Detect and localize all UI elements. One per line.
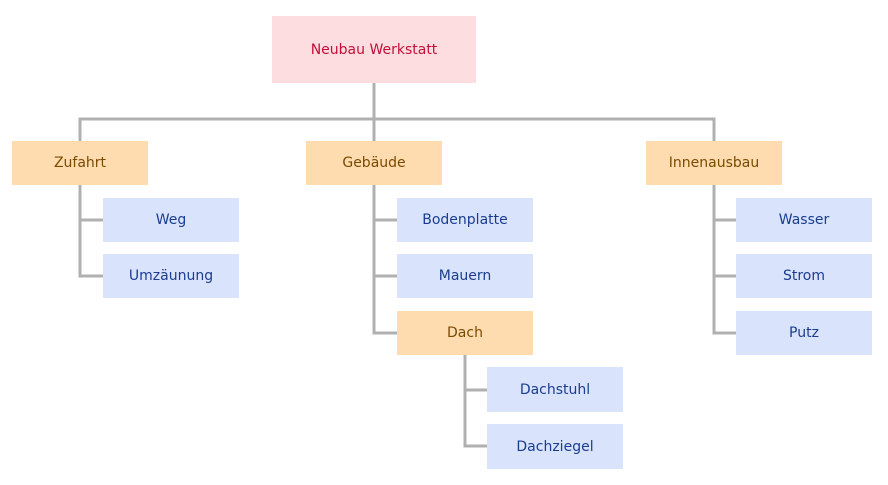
node-putz: Putz (736, 311, 872, 355)
node-innenausbau: Innenausbau (646, 141, 782, 185)
node-mauern: Mauern (397, 254, 533, 298)
node-dach: Dach (397, 311, 533, 355)
node-umzaeunung: Umzäunung (103, 254, 239, 298)
node-gebaeude: Gebäude (306, 141, 442, 185)
node-neubau-werkstatt: Neubau Werkstatt (272, 16, 476, 83)
node-zufahrt: Zufahrt (12, 141, 148, 185)
node-bodenplatte: Bodenplatte (397, 198, 533, 242)
node-dachziegel: Dachziegel (487, 424, 623, 469)
node-strom: Strom (736, 254, 872, 298)
node-weg: Weg (103, 198, 239, 242)
node-wasser: Wasser (736, 198, 872, 242)
node-dachstuhl: Dachstuhl (487, 367, 623, 412)
